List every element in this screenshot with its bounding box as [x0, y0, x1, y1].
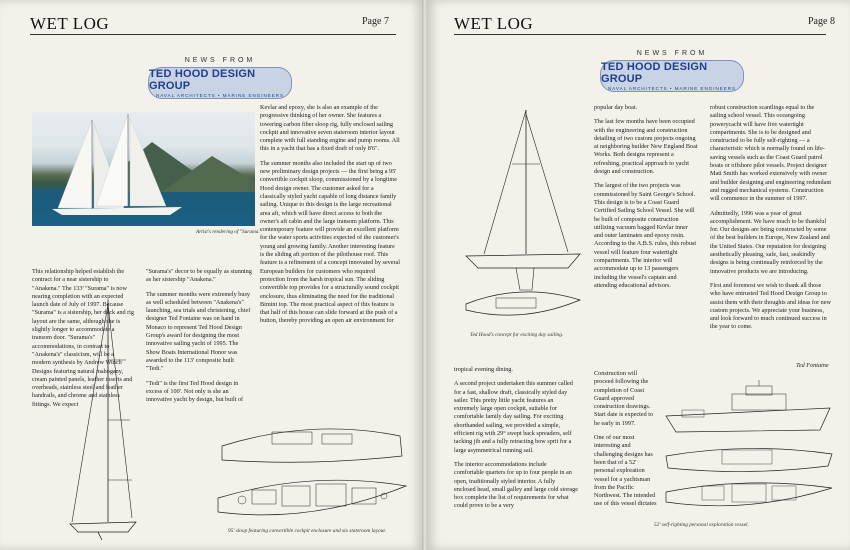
column-2: popular day boat. The last few months ha…: [594, 104, 698, 296]
news-from-label: NEWS FROM: [636, 50, 708, 57]
column-3: robust construction scantlings equal to …: [710, 104, 832, 338]
paragraph: Kevlar and epoxy, she is also an example…: [260, 104, 400, 153]
masthead: WET LOG: [30, 14, 110, 33]
paragraph: robust construction scantlings equal to …: [710, 104, 832, 203]
column-2: "Surama's" decor to be equally as stunni…: [146, 268, 252, 410]
sloop-sail-plan-drawing: [69, 300, 137, 540]
paragraph: Admittedly, 1996 was a year of great acc…: [710, 209, 830, 275]
masthead: WET LOG: [454, 14, 534, 33]
day-sailer-drawing: [465, 109, 582, 316]
paragraph: The summer months also included the star…: [260, 159, 401, 325]
paragraph: "Surama's" decor to be equally as stunni…: [146, 268, 252, 284]
author-signature: Ted Fontaine: [796, 362, 829, 369]
paragraph: The summer months were extremely busy as…: [146, 290, 251, 373]
sailboat-illustration: [52, 113, 182, 215]
logo-subtitle: NAVAL ARCHITECTS • MARINE ENGINEERS: [607, 86, 736, 91]
ted-hood-logo: TED HOOD DESIGN GROUP NAVAL ARCHITECTS •…: [148, 67, 292, 99]
logo-name: TED HOOD DESIGN GROUP: [149, 68, 256, 92]
ted-hood-logo: TED HOOD DESIGN GROUP NAVAL ARCHITECTS •…: [600, 60, 744, 92]
paragraph: One of our most interesting and challeng…: [594, 434, 657, 508]
column-1: This relationship helped establish the c…: [32, 268, 134, 415]
binding-gutter: [422, 0, 428, 550]
paragraph: The largest of the two projects was comm…: [594, 182, 697, 289]
sailboat-photo: [32, 112, 255, 226]
masthead-rule: [454, 34, 826, 35]
logo-name: TED HOOD DESIGN GROUP: [601, 61, 708, 85]
right-page: WET LOG Page 8 NEWS FROM TED HOOD DESIGN…: [426, 0, 850, 550]
paragraph: tropical evening dining.: [454, 366, 513, 373]
column-3: Kevlar and epoxy, she is also an example…: [260, 104, 400, 332]
logo-subtitle: NAVAL ARCHITECTS • MARINE ENGINEERS: [155, 93, 284, 98]
motor-vessel-drawing: [665, 380, 833, 507]
paragraph: Construction will proceed following the …: [594, 370, 654, 427]
page-number: Page 7: [362, 16, 389, 27]
paragraph: This relationship helped establish the c…: [32, 268, 134, 408]
column-2-continued: Construction will proceed following the …: [594, 370, 658, 515]
deck-plan-drawing: [217, 428, 408, 516]
boat-caption: 52' self-righting personal exploration v…: [654, 522, 749, 528]
sail-caption: Ted Hood's concept for exciting day sail…: [470, 332, 564, 338]
paragraph: A second project undertaken this summer …: [454, 380, 573, 454]
masthead-rule: [30, 34, 396, 35]
news-from-label: NEWS FROM: [184, 57, 256, 64]
paragraph: First and foremost we wish to thank all …: [710, 281, 831, 331]
paragraph: The interior accommodations include comf…: [454, 460, 578, 510]
left-page: WET LOG Page 7 NEWS FROM TED HOOD DESIGN…: [0, 0, 424, 550]
drawing-caption: 95' sloop featuring convertible cockpit …: [228, 528, 387, 534]
paragraph: popular day boat.: [594, 104, 638, 111]
column-1: tropical evening dining. A second projec…: [454, 366, 578, 517]
page-number: Page 8: [808, 16, 835, 27]
mountain-shape: [162, 156, 255, 192]
photo-caption: Artist's rendering of "Surama.": [196, 229, 263, 235]
paragraph: "Tedi" is the first Ted Hood design in e…: [146, 379, 244, 404]
paragraph: The last few months have been occupied w…: [594, 118, 698, 176]
